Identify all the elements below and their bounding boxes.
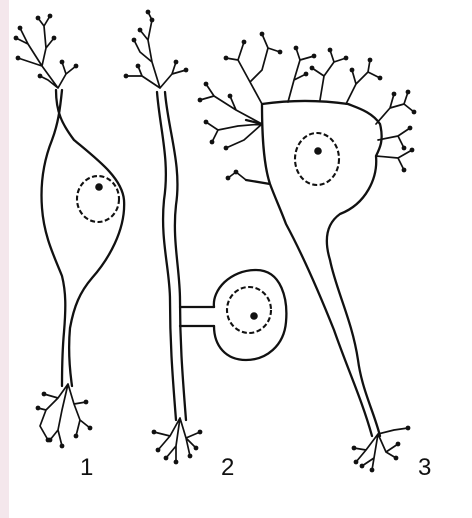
neuron-1-nucleus bbox=[77, 176, 119, 222]
neuron-3-label: 3 bbox=[418, 454, 431, 481]
neuron-3-nucleus bbox=[295, 133, 339, 185]
neuron-2-fiber bbox=[157, 92, 186, 420]
neuron-1-body-outline bbox=[41, 90, 124, 386]
neuron-2-label: 2 bbox=[221, 454, 234, 481]
neuron-2-dendrites bbox=[126, 12, 186, 88]
neuron-2-stalk bbox=[180, 307, 214, 326]
neuron-1-label: 1 bbox=[80, 454, 93, 481]
neuron-2-axon-terminal bbox=[154, 418, 200, 462]
neuron-2-pseudounipolar: 2 bbox=[124, 10, 287, 481]
neuron-3-body-outline bbox=[246, 101, 382, 436]
neuron-1-nucleolus bbox=[95, 183, 103, 191]
neuron-3-dendrites bbox=[200, 34, 414, 180]
neuron-2-nucleolus bbox=[250, 312, 258, 320]
neuron-1-bipolar: 1 bbox=[14, 14, 125, 481]
neuron-2-soma bbox=[214, 270, 287, 360]
neuron-2-nucleus bbox=[227, 287, 271, 333]
neuron-1-dendrites bbox=[16, 16, 76, 88]
neuron-3-multipolar: 3 bbox=[198, 32, 432, 481]
neuron-3-nucleolus bbox=[314, 147, 322, 155]
